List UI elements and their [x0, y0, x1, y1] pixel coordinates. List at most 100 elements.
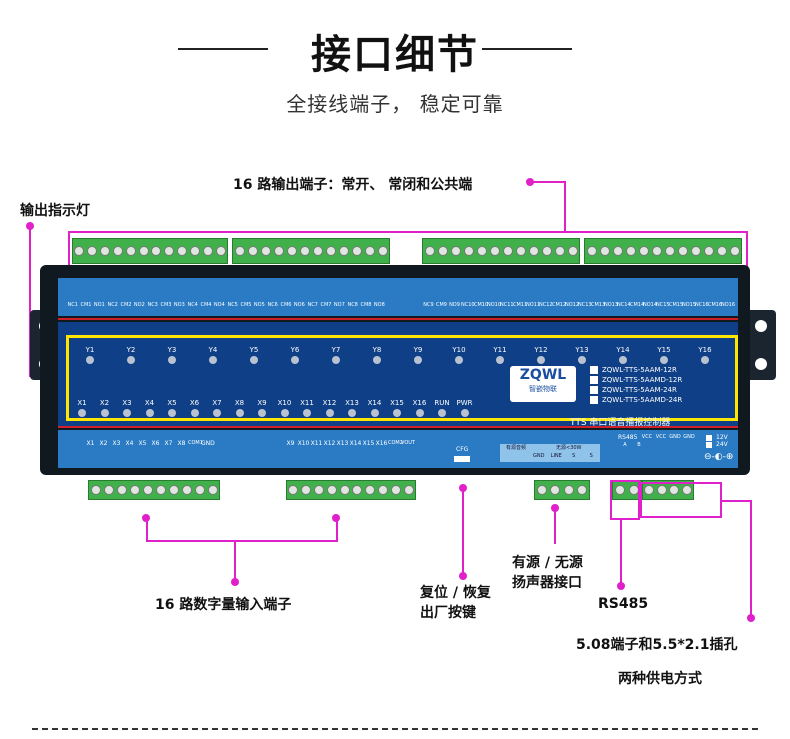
terminal-screw [681, 485, 692, 495]
terminal-label: CM14 [630, 302, 645, 308]
output-led [455, 356, 463, 364]
terminal-screw [125, 246, 136, 256]
callout-line [462, 488, 464, 574]
terminal-screw [365, 485, 376, 495]
terminal-label: NO8 [373, 302, 385, 308]
input-led-label: X2 [99, 399, 110, 407]
relay-terminal-block [72, 238, 228, 264]
terminal-label: X4 [125, 440, 134, 447]
output-led-label: Y6 [290, 346, 300, 354]
terminal-screw [202, 246, 213, 256]
terminal-screw [151, 246, 162, 256]
terminal-label: X15 [362, 440, 375, 447]
terminal-label: NC7 [307, 302, 318, 308]
terminal-screw [286, 246, 297, 256]
title-line-left [178, 48, 268, 50]
relay-terminal-block [422, 238, 580, 264]
terminal-screw [234, 246, 245, 256]
input-led-label: X14 [367, 399, 382, 407]
terminal-label: NC4 [187, 302, 198, 308]
callout-power-line2: 两种供电方式 [618, 671, 702, 687]
terminal-screw [563, 485, 574, 495]
terminal-screw [260, 246, 271, 256]
terminal-label: CM12 [552, 302, 567, 308]
input-led [348, 409, 356, 417]
callout-speaker-line2: 扬声器接口 [512, 575, 582, 591]
terminal-label: NC3 [147, 302, 158, 308]
terminal-screw [338, 246, 349, 256]
input-led-label: X7 [212, 399, 222, 407]
terminal-label: X7 [164, 440, 173, 447]
terminal-label: NO3 [173, 302, 185, 308]
terminal-label: NC11 [500, 302, 514, 308]
callout-line [554, 508, 556, 544]
device-bottom-panel [58, 430, 738, 468]
terminal-screw [164, 246, 175, 256]
input-led [438, 409, 446, 417]
terminal-screw [377, 485, 388, 495]
input-led-label: X3 [122, 399, 132, 407]
output-led-label: Y14 [616, 346, 630, 354]
terminal-screw [638, 246, 649, 256]
output-led [414, 356, 422, 364]
terminal-label: CM3 [160, 302, 172, 308]
section-divider [32, 728, 758, 730]
input-led [258, 409, 266, 417]
terminal-screw [489, 246, 500, 256]
power-highlight [640, 482, 722, 518]
terminal-screw [669, 485, 680, 495]
terminal-screw [288, 485, 299, 495]
callout-line [336, 518, 338, 542]
terminal-label: B [637, 442, 641, 448]
input-led-label: PWR [456, 399, 473, 407]
terminal-label: CM15 [669, 302, 684, 308]
cfg-reset-button[interactable] [454, 456, 470, 462]
relay-terminal-block [584, 238, 742, 264]
terminal-screw [664, 246, 675, 256]
terminal-label: GND [669, 434, 681, 440]
terminal-label: CM6 [280, 302, 292, 308]
terminal-screw [351, 246, 362, 256]
output-led [250, 356, 258, 364]
terminal-label: CM5 [240, 302, 252, 308]
terminal-label: CM7 [320, 302, 332, 308]
terminal-screw [690, 246, 701, 256]
callout-line [29, 226, 31, 376]
terminal-screw [403, 485, 414, 495]
output-led [332, 356, 340, 364]
callout-line [530, 181, 566, 183]
output-led-label: Y5 [249, 346, 259, 354]
terminal-label: NC15 [656, 302, 670, 308]
callout-dot [617, 582, 625, 590]
output-led-label: Y1 [85, 346, 95, 354]
output-led [86, 356, 94, 364]
terminal-label: NC6 [267, 302, 278, 308]
terminal-screw [729, 246, 740, 256]
input-led-label: X10 [277, 399, 292, 407]
terminal-screw [528, 246, 539, 256]
input-led [460, 409, 469, 417]
terminal-label: NC8 [347, 302, 358, 308]
terminal-screw [87, 246, 98, 256]
terminal-label: S [572, 453, 576, 459]
output-led [373, 356, 381, 364]
input-led [235, 409, 244, 417]
output-led [619, 356, 627, 364]
terminal-label: CM10 [474, 302, 489, 308]
terminal-label: NO13 [604, 302, 619, 308]
terminal-label: NO7 [333, 302, 345, 308]
input-led [78, 409, 86, 417]
rs485-label: RS485 [618, 434, 638, 441]
terminal-label: X9 [286, 440, 295, 447]
input-led-label: X11 [300, 399, 314, 407]
terminal-label: CM1 [80, 302, 92, 308]
terminal-label: A [623, 442, 627, 448]
output-led [578, 356, 586, 364]
page-subtitle: 全接线端子， 稳定可靠 [286, 92, 504, 116]
terminal-label: GND [201, 440, 215, 447]
input-led [370, 409, 379, 417]
callout-rs485: RS485 [598, 596, 649, 612]
terminal-label: X5 [138, 440, 147, 447]
terminal-label: CM4 [200, 302, 212, 308]
